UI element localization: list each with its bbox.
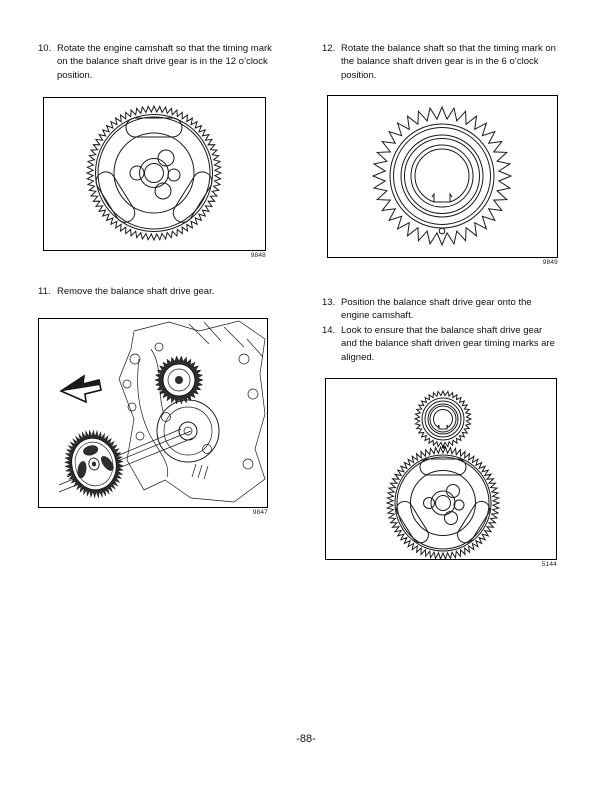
keyway-notch xyxy=(431,192,453,206)
gear-removal-illustration xyxy=(58,320,266,503)
figure-5144: 5144 xyxy=(325,378,557,568)
gear-slots xyxy=(396,458,490,544)
drive-gear-illustration xyxy=(85,104,223,242)
page-number: -88- xyxy=(296,733,316,745)
engine-block-outline xyxy=(118,320,266,503)
figure-9848-caption: 9848 xyxy=(250,252,266,259)
step-12-number: 12. xyxy=(322,43,336,54)
driven-gear-installed xyxy=(154,355,204,405)
balance-shaft-housing xyxy=(156,399,220,463)
gear-hub xyxy=(129,149,181,200)
gears-aligned-illustration xyxy=(385,389,501,559)
figure-9849-frame xyxy=(327,95,558,258)
step-14-number: 14. xyxy=(322,325,336,336)
figure-9849: 9849 xyxy=(327,95,558,266)
aligned-timing-marks xyxy=(441,445,446,449)
figure-9848-frame xyxy=(43,97,266,251)
gear-slots xyxy=(95,117,213,223)
driven-gear-illustration xyxy=(371,105,513,247)
drive-gear xyxy=(85,104,223,242)
step-10-number: 10. xyxy=(38,43,52,54)
figure-9847-caption: 9847 xyxy=(252,509,268,516)
step-11: 11. Remove the balance shaft drive gear. xyxy=(38,285,273,298)
step-10: 10. Rotate the engine camshaft so that t… xyxy=(38,42,273,82)
timing-mark-hole xyxy=(438,227,446,235)
step-10-text: Rotate the engine camshaft so that the t… xyxy=(57,43,272,81)
step-13-number: 13. xyxy=(322,297,336,308)
small-driven-gear xyxy=(413,389,473,449)
step-12-text: Rotate the balance shaft so that the tim… xyxy=(341,43,556,81)
direction-arrow-icon xyxy=(59,374,102,404)
figure-9848: 9848 xyxy=(43,97,266,259)
figure-9847-frame xyxy=(38,318,268,508)
gear-hub xyxy=(423,484,465,525)
step-13-text: Position the balance shaft drive gear on… xyxy=(341,297,532,322)
drive-gear-removed xyxy=(64,429,124,499)
step-14: 14. Look to ensure that the balance shaf… xyxy=(322,324,557,364)
step-11-text: Remove the balance shaft drive gear. xyxy=(57,286,215,297)
step-12: 12. Rotate the balance shaft so that the… xyxy=(322,42,557,82)
step-14-text: Look to ensure that the balance shaft dr… xyxy=(341,325,555,363)
figure-9849-caption: 9849 xyxy=(542,259,558,266)
driven-gear xyxy=(371,105,513,247)
figure-5144-caption: 5144 xyxy=(541,561,557,568)
figure-5144-frame xyxy=(325,378,557,560)
large-drive-gear xyxy=(385,445,501,559)
step-11-number: 11. xyxy=(38,286,51,297)
step-13: 13. Position the balance shaft drive gea… xyxy=(322,296,557,323)
figure-9847: 9847 xyxy=(38,318,268,516)
